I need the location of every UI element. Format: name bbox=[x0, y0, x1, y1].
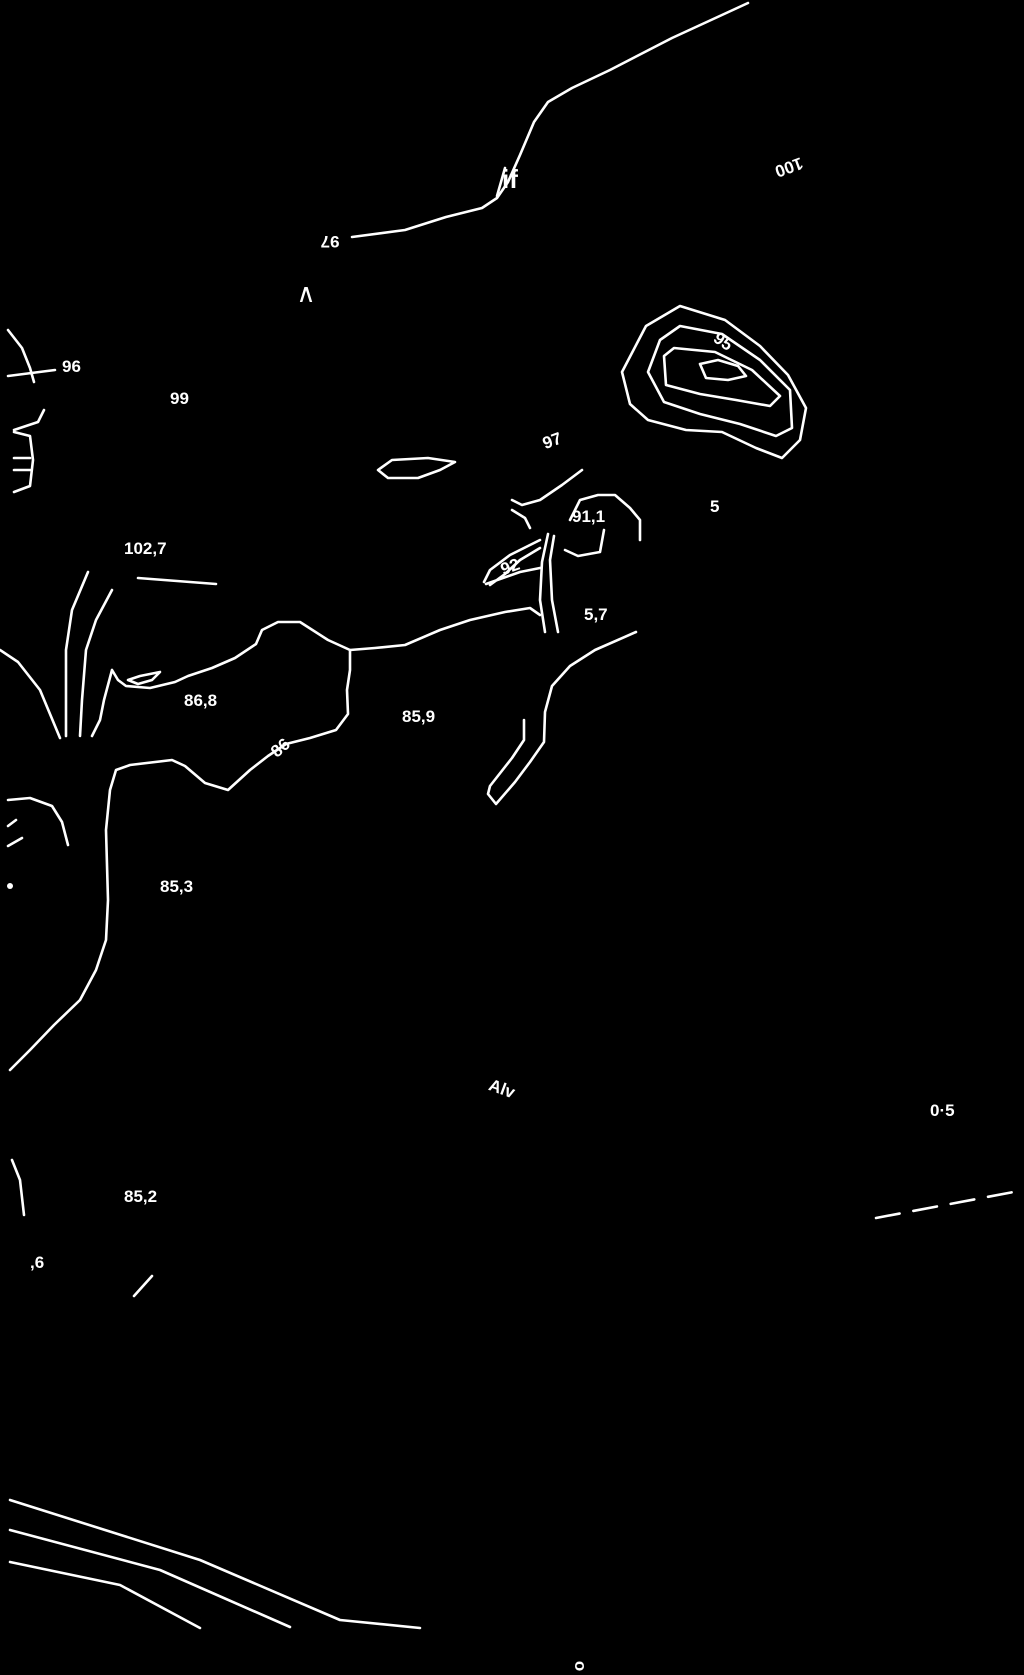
spot-height-5: 5 bbox=[710, 497, 719, 516]
contour-92 bbox=[482, 538, 542, 587]
line-102-7 bbox=[136, 576, 218, 586]
bottom-char: o bbox=[569, 1661, 588, 1671]
contour-label-100: 100 bbox=[772, 153, 805, 181]
contour-short-stroke bbox=[132, 1274, 154, 1298]
contour-hill-peak bbox=[698, 358, 748, 382]
contour-hill-middle bbox=[646, 324, 794, 438]
alv-label: Alv bbox=[486, 1075, 518, 1102]
contour-label-97-top: 97 bbox=[321, 232, 340, 251]
contour-left-mid bbox=[6, 796, 70, 1217]
if-mark: if bbox=[502, 164, 518, 194]
contour-label-97-mid: 97 bbox=[540, 429, 564, 453]
contour-line-left-96 bbox=[6, 328, 57, 494]
contour-valley-lines bbox=[538, 532, 560, 634]
spot-height-86-8: 86,8 bbox=[184, 691, 217, 710]
caret-mark: ∧ bbox=[296, 278, 315, 308]
contour-hill-outer bbox=[620, 304, 808, 460]
contour-line-top bbox=[350, 1, 750, 239]
contour-label-86: 86 bbox=[267, 734, 294, 761]
contour-line-85-9 bbox=[486, 630, 638, 806]
spot-height-85-9: 85,9 bbox=[402, 707, 435, 726]
contour-tick-if bbox=[495, 166, 507, 198]
spot-height-91-1: 91,1 bbox=[572, 507, 605, 526]
bottom-line-a bbox=[8, 1498, 422, 1630]
spot-height-6: ,6 bbox=[30, 1253, 44, 1272]
contour-oval-small bbox=[376, 456, 457, 480]
contour-hill-inner bbox=[662, 346, 782, 408]
contour-97-mid bbox=[510, 468, 584, 530]
bottom-line-c bbox=[8, 1560, 202, 1630]
contour-label-99: 99 bbox=[170, 389, 189, 408]
dashed-boundary-line bbox=[874, 1188, 1024, 1220]
spot-height-85-3: 85,3 bbox=[160, 877, 193, 896]
contour-91 bbox=[563, 493, 642, 558]
survey-point bbox=[7, 883, 13, 889]
contour-loop-86 bbox=[8, 648, 352, 1072]
spot-height-85-2: 85,2 bbox=[124, 1187, 157, 1206]
o5-label: 0·5 bbox=[930, 1101, 955, 1120]
spot-height-5-7: 5,7 bbox=[584, 605, 608, 624]
bottom-line-b bbox=[8, 1528, 292, 1629]
contour-label-96: 96 bbox=[62, 357, 81, 376]
contour-small-86-8 bbox=[126, 670, 162, 686]
contour-line-86 bbox=[0, 570, 542, 740]
spot-height-102-7: 102,7 bbox=[124, 539, 167, 558]
